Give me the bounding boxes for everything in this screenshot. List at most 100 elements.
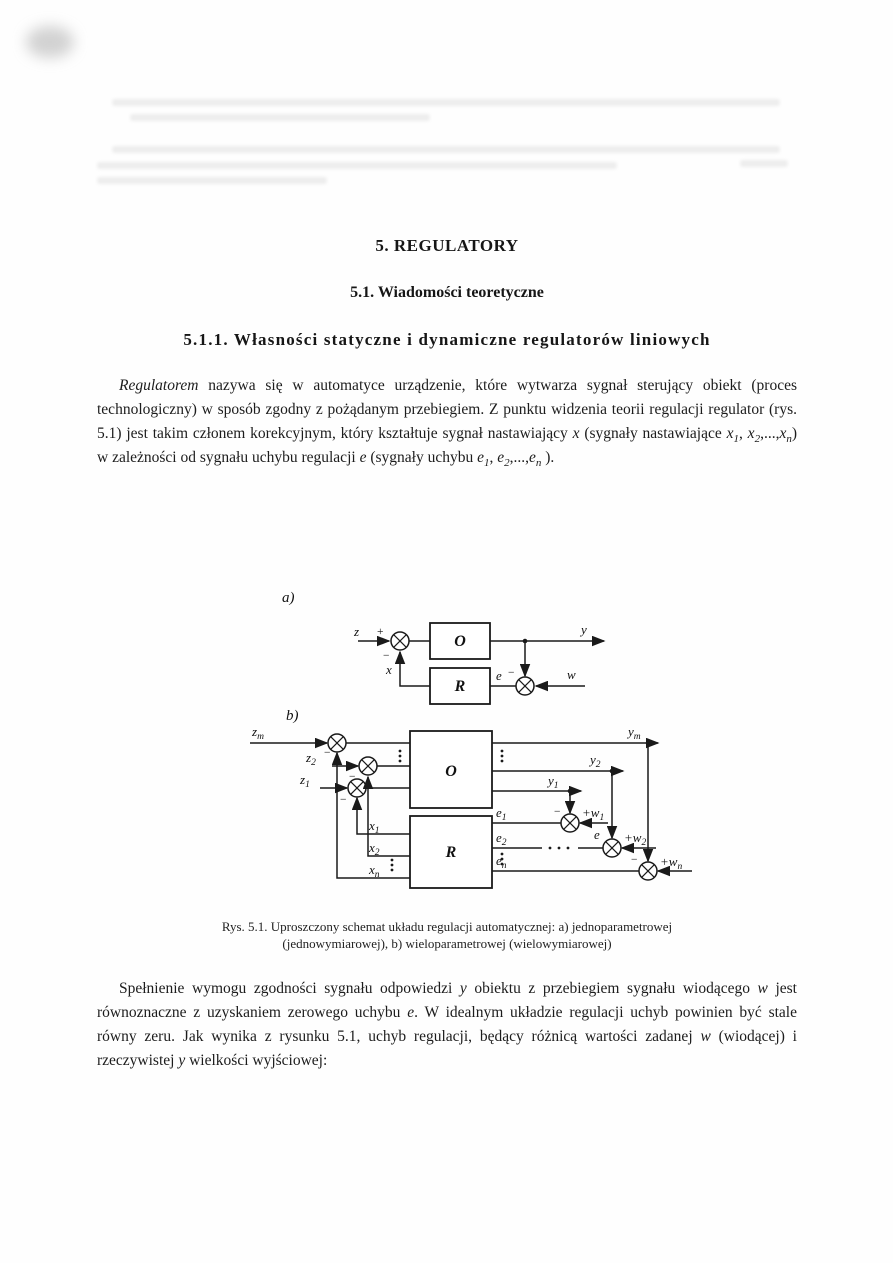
text-run: e (497, 449, 505, 466)
block-O (409, 730, 493, 809)
text-run: y (459, 980, 467, 997)
label-z: z (353, 624, 359, 639)
label-e: e (496, 668, 502, 683)
diagram-a-label: a) (282, 590, 295, 606)
label-x1: x1 (368, 818, 380, 836)
label-en: en (496, 853, 507, 871)
label-y: y (579, 622, 587, 637)
block-diagram-svg: a) z + − O y (250, 590, 692, 889)
label-x: x (385, 662, 392, 677)
text-run: e (529, 449, 536, 466)
text-run: ,..., (760, 425, 780, 442)
minus-sign: − (508, 667, 515, 679)
feedback-x1-line (351, 796, 410, 835)
label-w1: +w1 (582, 805, 604, 823)
label-wn: +wn (660, 854, 682, 872)
text-run: x (747, 425, 755, 442)
summing-junction (390, 631, 410, 651)
text-run: x (572, 425, 580, 442)
chapter-heading: 5. REGULATORY (375, 236, 519, 255)
summing-junction (515, 676, 535, 696)
text-run: 1 (733, 433, 739, 446)
text-run: 2 (504, 457, 510, 470)
text-run: , (489, 449, 498, 466)
summing-junction (638, 861, 658, 881)
minus-sign: − (324, 747, 331, 759)
text-run: ) w zależności od sygnału uchybu regulac… (97, 425, 797, 466)
summing-junction (358, 756, 378, 776)
caption-line: Rys. 5.1. Uproszczony schemat układu reg… (221, 919, 673, 934)
text-run: (wiodącej) i rzeczywistej (97, 1028, 797, 1069)
text-run: w (700, 1028, 711, 1045)
label-ym: ym (626, 724, 641, 742)
block-R (429, 667, 491, 705)
text-run: jest równoznaczne z uzyskaniem zerowego … (97, 980, 797, 1021)
text-run: ). (541, 449, 555, 466)
block-O-label: O (454, 633, 466, 650)
diagram-b-label: b) (286, 708, 299, 724)
label-y2: y2 (588, 752, 601, 770)
text-run: x (726, 425, 734, 442)
text-run: n (535, 457, 542, 470)
feedback-x2-line (362, 775, 410, 857)
label-xn: xn (368, 862, 380, 880)
label-e2: e2 (496, 830, 507, 848)
figure-5-1: a) z + − O y (240, 586, 710, 916)
label-w2: +w2 (624, 830, 646, 848)
block-O (429, 622, 491, 660)
text-run: n (786, 433, 792, 446)
scan-smudge (26, 26, 74, 58)
text-run: ,..., (509, 449, 529, 466)
text-run: e (407, 1004, 415, 1021)
text-run: (sygnały uchybu (366, 449, 478, 466)
block-R (409, 815, 493, 889)
minus-sign: − (554, 806, 561, 818)
ellipsis-dots (548, 846, 570, 850)
text-run: wielkości wyjściowej: (185, 1052, 328, 1069)
block-R-label: R (445, 844, 457, 861)
text-run: y (178, 1052, 186, 1069)
diagram-b: b) zm − z2 − (250, 708, 692, 889)
minus-sign: − (349, 771, 356, 783)
bleedthrough-line (130, 114, 430, 121)
diagram-a: a) z + − O y (282, 590, 606, 705)
text-run: obiektu z przebiegiem sygnału wiodącego (466, 980, 758, 997)
paragraph-intro: Regulatorem nazywa się w automatyce urzą… (97, 374, 797, 470)
label-e: e (594, 827, 600, 842)
bleedthrough-line (97, 162, 617, 169)
caption-line: (jednowymiarowej), b) wieloparametrowej … (282, 936, 612, 951)
text-run: Spełnienie wymogu zgodności sygnału odpo… (119, 980, 460, 997)
summing-junction (347, 778, 367, 798)
text-run: , (738, 425, 748, 442)
feedback-x-line (394, 650, 430, 687)
section-heading: 5.1. Wiadomości teoretyczne (350, 284, 544, 301)
subsection-heading: 5.1.1. Własności statyczne i dynamiczne … (183, 330, 711, 349)
ellipsis-dots (390, 858, 394, 872)
minus-sign: − (383, 650, 390, 662)
ellipsis-dots (500, 852, 504, 866)
block-O-label: O (445, 763, 457, 780)
text-run: Regulatorem (119, 377, 199, 394)
text-run: 2 (754, 433, 761, 446)
summing-junction (602, 838, 622, 858)
block-R-label: R (454, 678, 466, 695)
feedback-xn-line (331, 751, 410, 879)
plus-sign: + (377, 626, 384, 638)
text-run: w (757, 980, 768, 997)
label-e1: e1 (496, 805, 507, 823)
label-w: w (567, 667, 576, 682)
label-z1: z1 (299, 772, 310, 790)
paragraph-conclusion: Spełnienie wymogu zgodności sygnału odpo… (97, 977, 797, 1073)
minus-sign: − (631, 854, 638, 866)
figure-caption: Rys. 5.1. Uproszczony schemat układu reg… (97, 918, 797, 952)
minus-sign: − (340, 794, 347, 806)
text-run: (sygnały nastawiające (579, 425, 727, 442)
bleedthrough-line (112, 146, 780, 153)
label-zm: zm (251, 724, 264, 742)
bleedthrough-line (97, 177, 327, 184)
text-run: 1 (483, 457, 490, 470)
bleedthrough-line (112, 99, 780, 106)
label-z2: z2 (305, 750, 316, 768)
bleedthrough-line (740, 160, 788, 167)
label-y1: y1 (546, 773, 559, 791)
